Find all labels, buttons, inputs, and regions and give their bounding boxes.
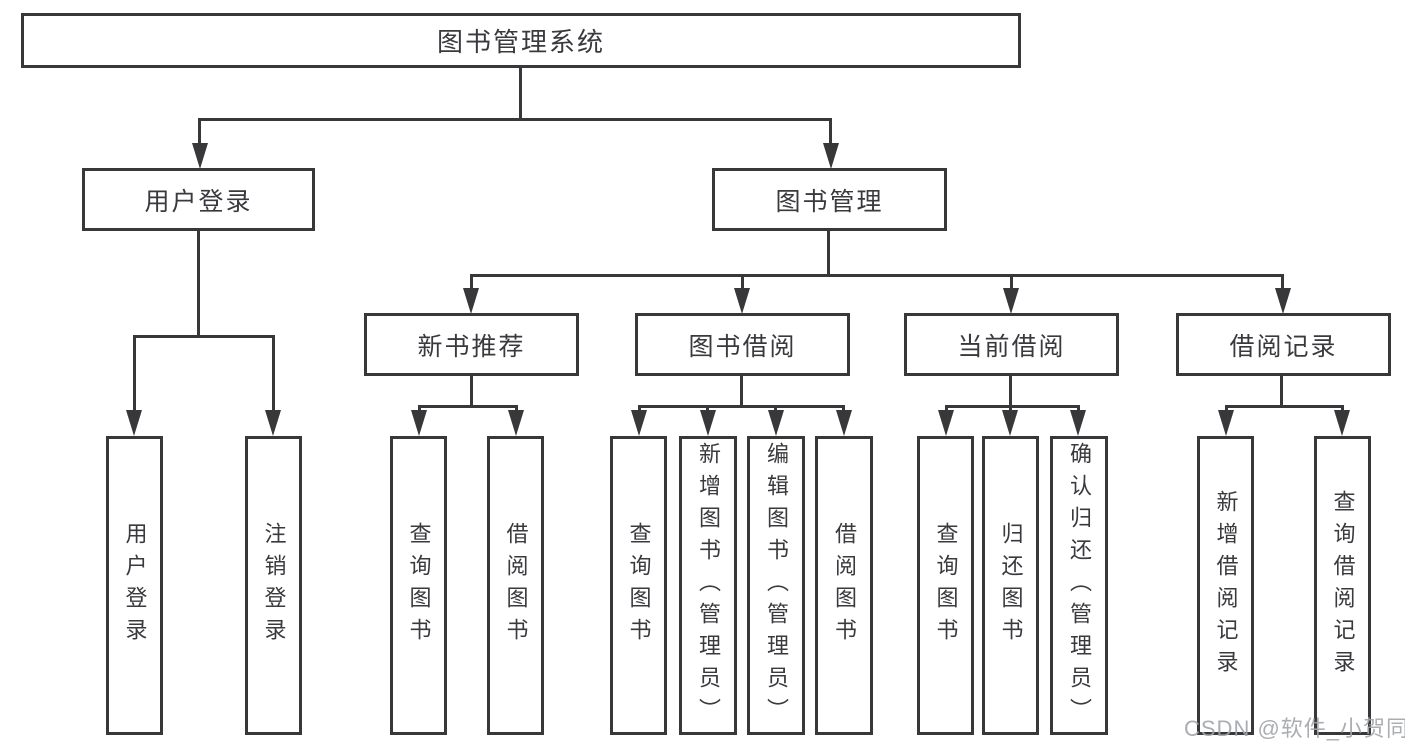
node-current-borrowing-label: 当前借阅 (957, 332, 1066, 361)
node-current-borrowing: 当前借阅 (904, 313, 1119, 376)
node-user-login: 用户登录 (82, 168, 315, 231)
connector-line (515, 405, 518, 413)
connector-line (829, 118, 832, 146)
connector-line (1341, 405, 1344, 413)
arrowhead-down-icon (192, 143, 208, 169)
node-new-book-recommend: 新书推荐 (364, 313, 579, 376)
leaf-confirm-return-admin: 确认归还（管理员） (1050, 436, 1108, 735)
leaf-logout-label: 注销登录 (261, 521, 287, 650)
connector-line (418, 405, 421, 413)
node-book-borrowing: 图书借阅 (635, 313, 850, 376)
arrowhead-down-icon (411, 410, 427, 436)
connector-line (1225, 405, 1344, 408)
leaf-borrowing-query-books: 查询图书 (610, 436, 667, 735)
connector-line (945, 405, 1080, 408)
connector-line (1281, 274, 1284, 290)
connector-line (1009, 405, 1012, 413)
arrowhead-down-icon (1003, 288, 1019, 314)
node-book-management: 图书管理 (712, 168, 947, 231)
leaf-add-borrow-record: 新增借阅记录 (1197, 436, 1254, 735)
connector-line (638, 405, 845, 408)
leaf-user-login-label: 用户登录 (122, 521, 148, 650)
leaf-newbook-query-books: 查询图书 (390, 436, 447, 735)
connector-line (1010, 274, 1013, 290)
node-book-management-label: 图书管理 (775, 187, 884, 216)
connector-line (842, 405, 845, 413)
connector-line (198, 118, 832, 121)
leaf-confirm-return-admin-label: 确认归还（管理员） (1067, 441, 1092, 730)
node-borrowing-records-label: 借阅记录 (1229, 332, 1338, 361)
arrowhead-down-icon (1275, 288, 1291, 314)
connector-line (774, 405, 777, 413)
arrowhead-down-icon (700, 410, 716, 436)
connector-line (519, 66, 522, 120)
arrowhead-down-icon (508, 410, 524, 436)
leaf-newbook-borrow-books-label: 借阅图书 (503, 521, 529, 650)
connector-line (1280, 376, 1283, 407)
leaf-query-borrow-record-label: 查询借阅记录 (1330, 489, 1356, 682)
connector-line (197, 231, 200, 338)
connector-line (1077, 405, 1080, 413)
arrowhead-down-icon (823, 143, 839, 169)
csdn-watermark: CSDN @软件_小贺同学 (1184, 716, 1405, 741)
arrowhead-down-icon (1334, 410, 1350, 436)
node-borrowing-records: 借阅记录 (1176, 313, 1391, 376)
leaf-newbook-borrow-books: 借阅图书 (487, 436, 544, 735)
arrowhead-down-icon (734, 288, 750, 314)
arrowhead-down-icon (836, 410, 852, 436)
leaf-user-login: 用户登录 (106, 436, 163, 735)
node-library-system: 图书管理系统 (21, 13, 1021, 68)
leaf-add-borrow-record-label: 新增借阅记录 (1213, 489, 1239, 682)
arrowhead-down-icon (938, 410, 954, 436)
arrowhead-down-icon (768, 410, 784, 436)
connector-line (133, 335, 275, 338)
leaf-borrowing-query-books-label: 查询图书 (626, 521, 652, 650)
leaf-current-query-books-label: 查询图书 (933, 521, 959, 650)
arrowhead-down-icon (265, 410, 281, 436)
leaf-borrowing-borrow-books: 借阅图书 (815, 436, 873, 735)
arrowhead-down-icon (1002, 410, 1018, 436)
leaf-return-books-label: 归还图书 (998, 521, 1024, 650)
connector-line (1009, 376, 1012, 407)
leaf-edit-books-admin-label: 编辑图书（管理员） (764, 441, 789, 730)
leaf-query-borrow-record: 查询借阅记录 (1314, 436, 1371, 735)
arrowhead-down-icon (1218, 410, 1234, 436)
leaf-edit-books-admin: 编辑图书（管理员） (747, 436, 805, 735)
node-user-login-label: 用户登录 (144, 187, 253, 216)
connector-line (272, 335, 275, 413)
arrowhead-down-icon (463, 288, 479, 314)
node-book-borrowing-label: 图书借阅 (688, 332, 797, 361)
connector-line (741, 274, 744, 290)
connector-line (827, 231, 830, 276)
connector-line (638, 405, 641, 413)
leaf-current-query-books: 查询图书 (917, 436, 974, 735)
leaf-borrowing-borrow-books-label: 借阅图书 (832, 521, 857, 650)
arrowhead-down-icon (1070, 410, 1086, 436)
arrowhead-down-icon (631, 410, 647, 436)
connector-line (198, 118, 201, 146)
leaf-newbook-query-books-label: 查询图书 (406, 521, 432, 650)
connector-line (418, 405, 518, 408)
leaf-return-books: 归还图书 (982, 436, 1039, 735)
arrowhead-down-icon (126, 410, 142, 436)
connector-line (706, 405, 709, 413)
node-library-system-label: 图书管理系统 (436, 27, 605, 57)
node-new-book-recommend-label: 新书推荐 (417, 332, 526, 361)
leaf-logout: 注销登录 (245, 436, 302, 735)
connector-line (1225, 405, 1228, 413)
connector-line (740, 376, 743, 407)
connector-line (133, 335, 136, 413)
connector-line (470, 376, 473, 407)
connector-line (470, 274, 473, 290)
leaf-add-books-admin: 新增图书（管理员） (679, 436, 737, 735)
connector-line (945, 405, 948, 413)
leaf-add-books-admin-label: 新增图书（管理员） (696, 441, 721, 730)
connector-line (470, 274, 1284, 277)
